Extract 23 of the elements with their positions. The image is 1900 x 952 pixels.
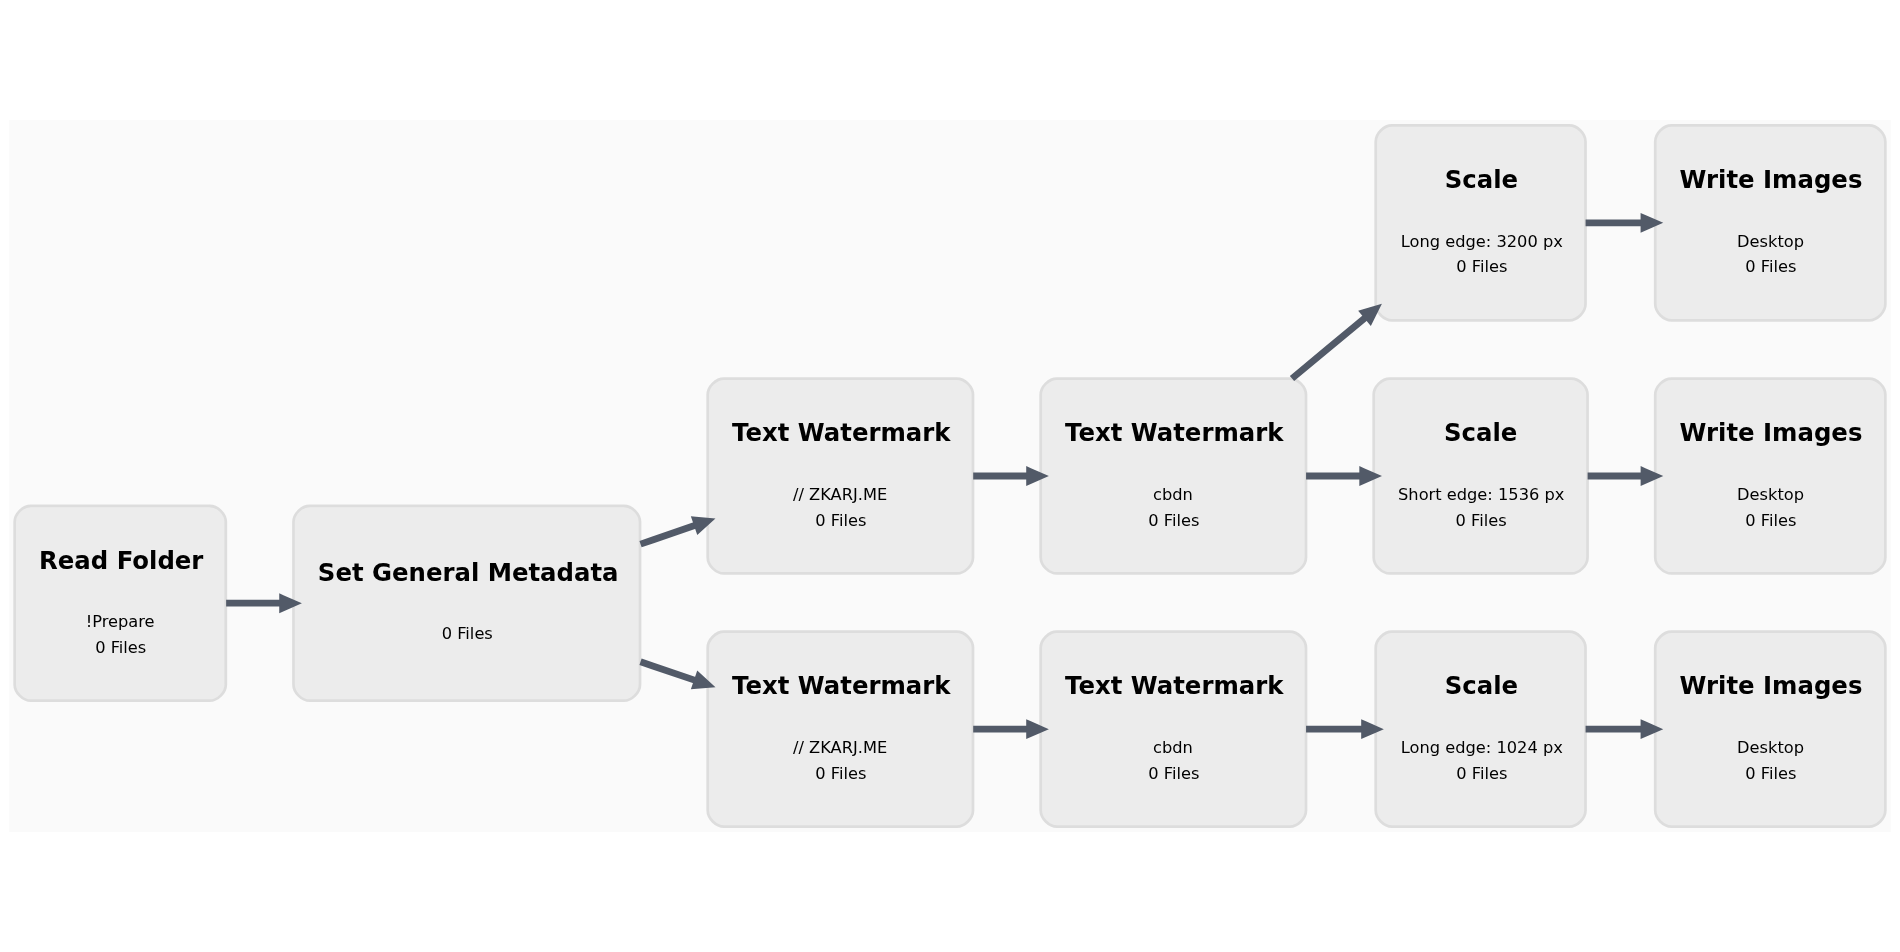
arrow [1585, 212, 1664, 233]
node-box: Text Watermark // ZKARJ.ME 0 Files [706, 377, 975, 575]
arrow [1289, 303, 1382, 382]
node-box: Text Watermark // ZKARJ.ME 0 Files [706, 630, 975, 828]
arrow [226, 593, 302, 614]
node-box: Scale Short edge: 1536 px 0 Files [1372, 377, 1589, 575]
node-box: Write Images Desktop 0 Files [1653, 377, 1887, 575]
node-box: Text Watermark cbdn 0 Files [1039, 377, 1308, 575]
arrow [1585, 719, 1664, 740]
node-box: Write Images Desktop 0 Files [1653, 630, 1887, 828]
node-box: Text Watermark cbdn 0 Files [1039, 630, 1308, 828]
arrow [973, 466, 1049, 486]
node-box: Set General Metadata 0 Files [292, 504, 642, 703]
node-box: Read Folder !Prepare 0 Files [13, 504, 228, 703]
node-box: Write Images Desktop 0 Files [1653, 124, 1887, 322]
arrow [1306, 719, 1384, 740]
arrow [1587, 466, 1664, 486]
arrow [639, 516, 716, 548]
arrow [639, 658, 716, 690]
node-box: Scale Long edge: 3200 px 0 Files [1374, 124, 1587, 322]
arrow [1306, 466, 1382, 486]
arrow [973, 719, 1049, 740]
node-box: Scale Long edge: 1024 px 0 Files [1374, 630, 1587, 828]
